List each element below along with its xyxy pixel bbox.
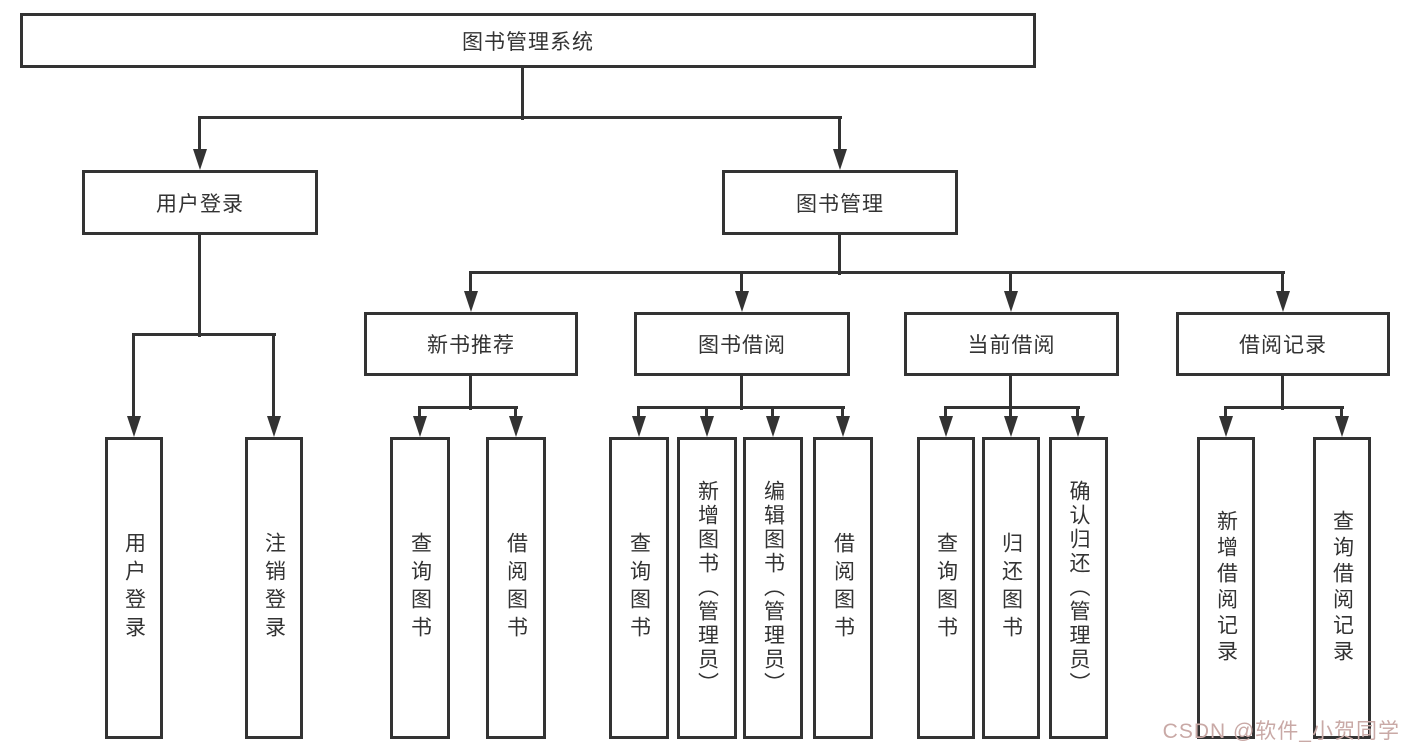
arrowhead-down-icon — [1004, 416, 1018, 437]
node-leaf-query-book-2: 查询图书 — [609, 437, 669, 739]
arrowhead-down-icon — [1071, 416, 1085, 437]
node-leaf-logout-label: 注销登录 — [262, 532, 286, 644]
node-root-label: 图书管理系统 — [462, 30, 594, 54]
node-borrow-records-label: 借阅记录 — [1239, 334, 1327, 357]
connector-vline — [1281, 273, 1284, 294]
node-new-book-recommend-label: 新书推荐 — [427, 334, 515, 357]
arrowhead-down-icon — [939, 416, 953, 437]
node-leaf-user-login-label: 用户登录 — [122, 532, 146, 644]
node-new-book-recommend: 新书推荐 — [364, 312, 578, 376]
connector-vline — [1009, 273, 1012, 294]
node-leaf-query-book-2-label: 查询图书 — [627, 532, 651, 644]
node-leaf-borrow-book-2: 借阅图书 — [813, 437, 873, 739]
node-leaf-confirm-return-admin: 确认归还（管理员） — [1049, 437, 1108, 739]
connector-vline — [469, 273, 472, 294]
arrowhead-down-icon — [1219, 416, 1233, 437]
connector-hline — [198, 116, 842, 119]
node-leaf-query-book-3: 查询图书 — [917, 437, 975, 739]
node-leaf-return-book-label: 归还图书 — [999, 532, 1023, 644]
connector-hline — [132, 333, 276, 336]
connector-vline — [418, 408, 421, 420]
connector-vline — [521, 68, 524, 120]
node-leaf-add-book-admin-label: 新增图书（管理员） — [695, 480, 719, 696]
connector-hline — [469, 271, 1285, 274]
connector-vline — [1009, 408, 1012, 420]
connector-vline — [272, 335, 275, 420]
node-current-borrow: 当前借阅 — [904, 312, 1119, 376]
arrowhead-down-icon — [836, 416, 850, 437]
arrowhead-down-icon — [1335, 416, 1349, 437]
connector-vline — [944, 408, 947, 420]
node-leaf-query-borrow-record-label: 查询借阅记录 — [1330, 510, 1354, 666]
arrowhead-down-icon — [127, 416, 141, 437]
node-leaf-add-book-admin: 新增图书（管理员） — [677, 437, 737, 739]
node-leaf-confirm-return-admin-label: 确认归还（管理员） — [1067, 480, 1091, 696]
node-leaf-logout: 注销登录 — [245, 437, 303, 739]
connector-vline — [1009, 376, 1012, 410]
arrowhead-down-icon — [464, 291, 478, 312]
connector-vline — [1340, 408, 1343, 420]
node-leaf-add-borrow-record-label: 新增借阅记录 — [1214, 510, 1238, 666]
node-leaf-add-borrow-record: 新增借阅记录 — [1197, 437, 1255, 739]
node-leaf-query-book-1-label: 查询图书 — [408, 532, 432, 644]
arrowhead-down-icon — [833, 149, 847, 170]
node-borrow-records: 借阅记录 — [1176, 312, 1390, 376]
arrowhead-down-icon — [267, 416, 281, 437]
arrowhead-down-icon — [509, 416, 523, 437]
connector-vline — [1076, 408, 1079, 420]
node-current-borrow-label: 当前借阅 — [967, 334, 1056, 357]
connector-vline — [1281, 376, 1284, 410]
connector-hline — [637, 406, 845, 409]
connector-vline — [132, 335, 135, 420]
connector-hline — [418, 406, 518, 409]
node-leaf-edit-book-admin: 编辑图书（管理员） — [743, 437, 803, 739]
connector-vline — [841, 408, 844, 420]
node-leaf-borrow-book-2-label: 借阅图书 — [831, 532, 855, 644]
connector-hline — [944, 406, 1080, 409]
node-book-borrow-label: 图书借阅 — [698, 334, 786, 357]
node-book-management-label: 图书管理 — [796, 192, 884, 216]
connector-vline — [1224, 408, 1227, 420]
connector-vline — [771, 408, 774, 420]
arrowhead-down-icon — [735, 291, 749, 312]
node-leaf-edit-book-admin-label: 编辑图书（管理员） — [761, 480, 785, 696]
connector-vline — [740, 376, 743, 410]
node-leaf-return-book: 归还图书 — [982, 437, 1040, 739]
connector-hline — [1224, 406, 1344, 409]
connector-vline — [198, 118, 201, 152]
connector-vline — [838, 118, 841, 152]
node-leaf-user-login: 用户登录 — [105, 437, 163, 739]
arrowhead-down-icon — [413, 416, 427, 437]
connector-vline — [705, 408, 708, 420]
arrowhead-down-icon — [1004, 291, 1018, 312]
node-leaf-query-book-3-label: 查询图书 — [934, 532, 958, 644]
arrowhead-down-icon — [700, 416, 714, 437]
node-book-borrow: 图书借阅 — [634, 312, 850, 376]
node-root: 图书管理系统 — [20, 13, 1036, 68]
node-leaf-query-book-1: 查询图书 — [390, 437, 450, 739]
connector-vline — [514, 408, 517, 420]
connector-vline — [469, 376, 472, 410]
arrowhead-down-icon — [1276, 291, 1290, 312]
connector-vline — [637, 408, 640, 420]
node-book-management: 图书管理 — [722, 170, 958, 235]
node-user-login: 用户登录 — [82, 170, 318, 235]
arrowhead-down-icon — [632, 416, 646, 437]
csdn-watermark: CSDN @软件_小贺同学 — [1162, 720, 1400, 743]
node-leaf-query-borrow-record: 查询借阅记录 — [1313, 437, 1371, 739]
arrowhead-down-icon — [193, 149, 207, 170]
node-leaf-borrow-book-1: 借阅图书 — [486, 437, 546, 739]
node-user-login-label: 用户登录 — [156, 192, 244, 216]
connector-vline — [198, 235, 201, 337]
connector-vline — [740, 273, 743, 294]
node-leaf-borrow-book-1-label: 借阅图书 — [504, 532, 528, 644]
arrowhead-down-icon — [766, 416, 780, 437]
connector-vline — [838, 235, 841, 275]
